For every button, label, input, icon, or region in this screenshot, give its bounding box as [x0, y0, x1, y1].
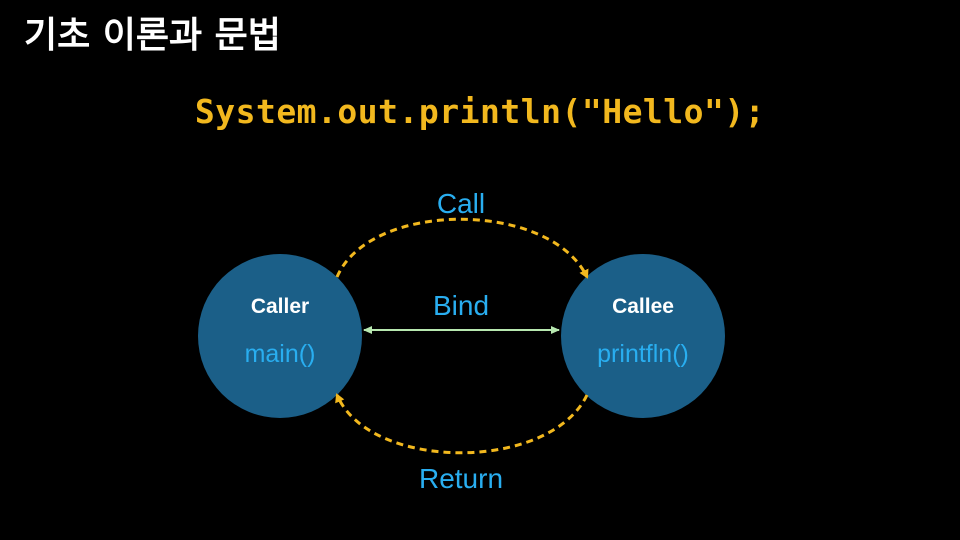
caller-function-label: main(): [245, 340, 316, 368]
callee-role-label: Callee: [612, 295, 674, 318]
code-snippet: System.out.println("Hello");: [194, 92, 766, 131]
slide-title: 기초 이론과 문법: [24, 15, 281, 56]
caller-node: [198, 254, 362, 418]
callee-function-label: printfln(): [597, 340, 689, 368]
return-arrow: [335, 393, 589, 455]
bind-label: Bind: [433, 290, 489, 321]
callee-node: [561, 254, 725, 418]
caller-role-label: Caller: [251, 295, 309, 318]
call-label: Call: [437, 188, 485, 219]
return-label: Return: [419, 463, 503, 494]
call-arrow: [335, 217, 589, 279]
